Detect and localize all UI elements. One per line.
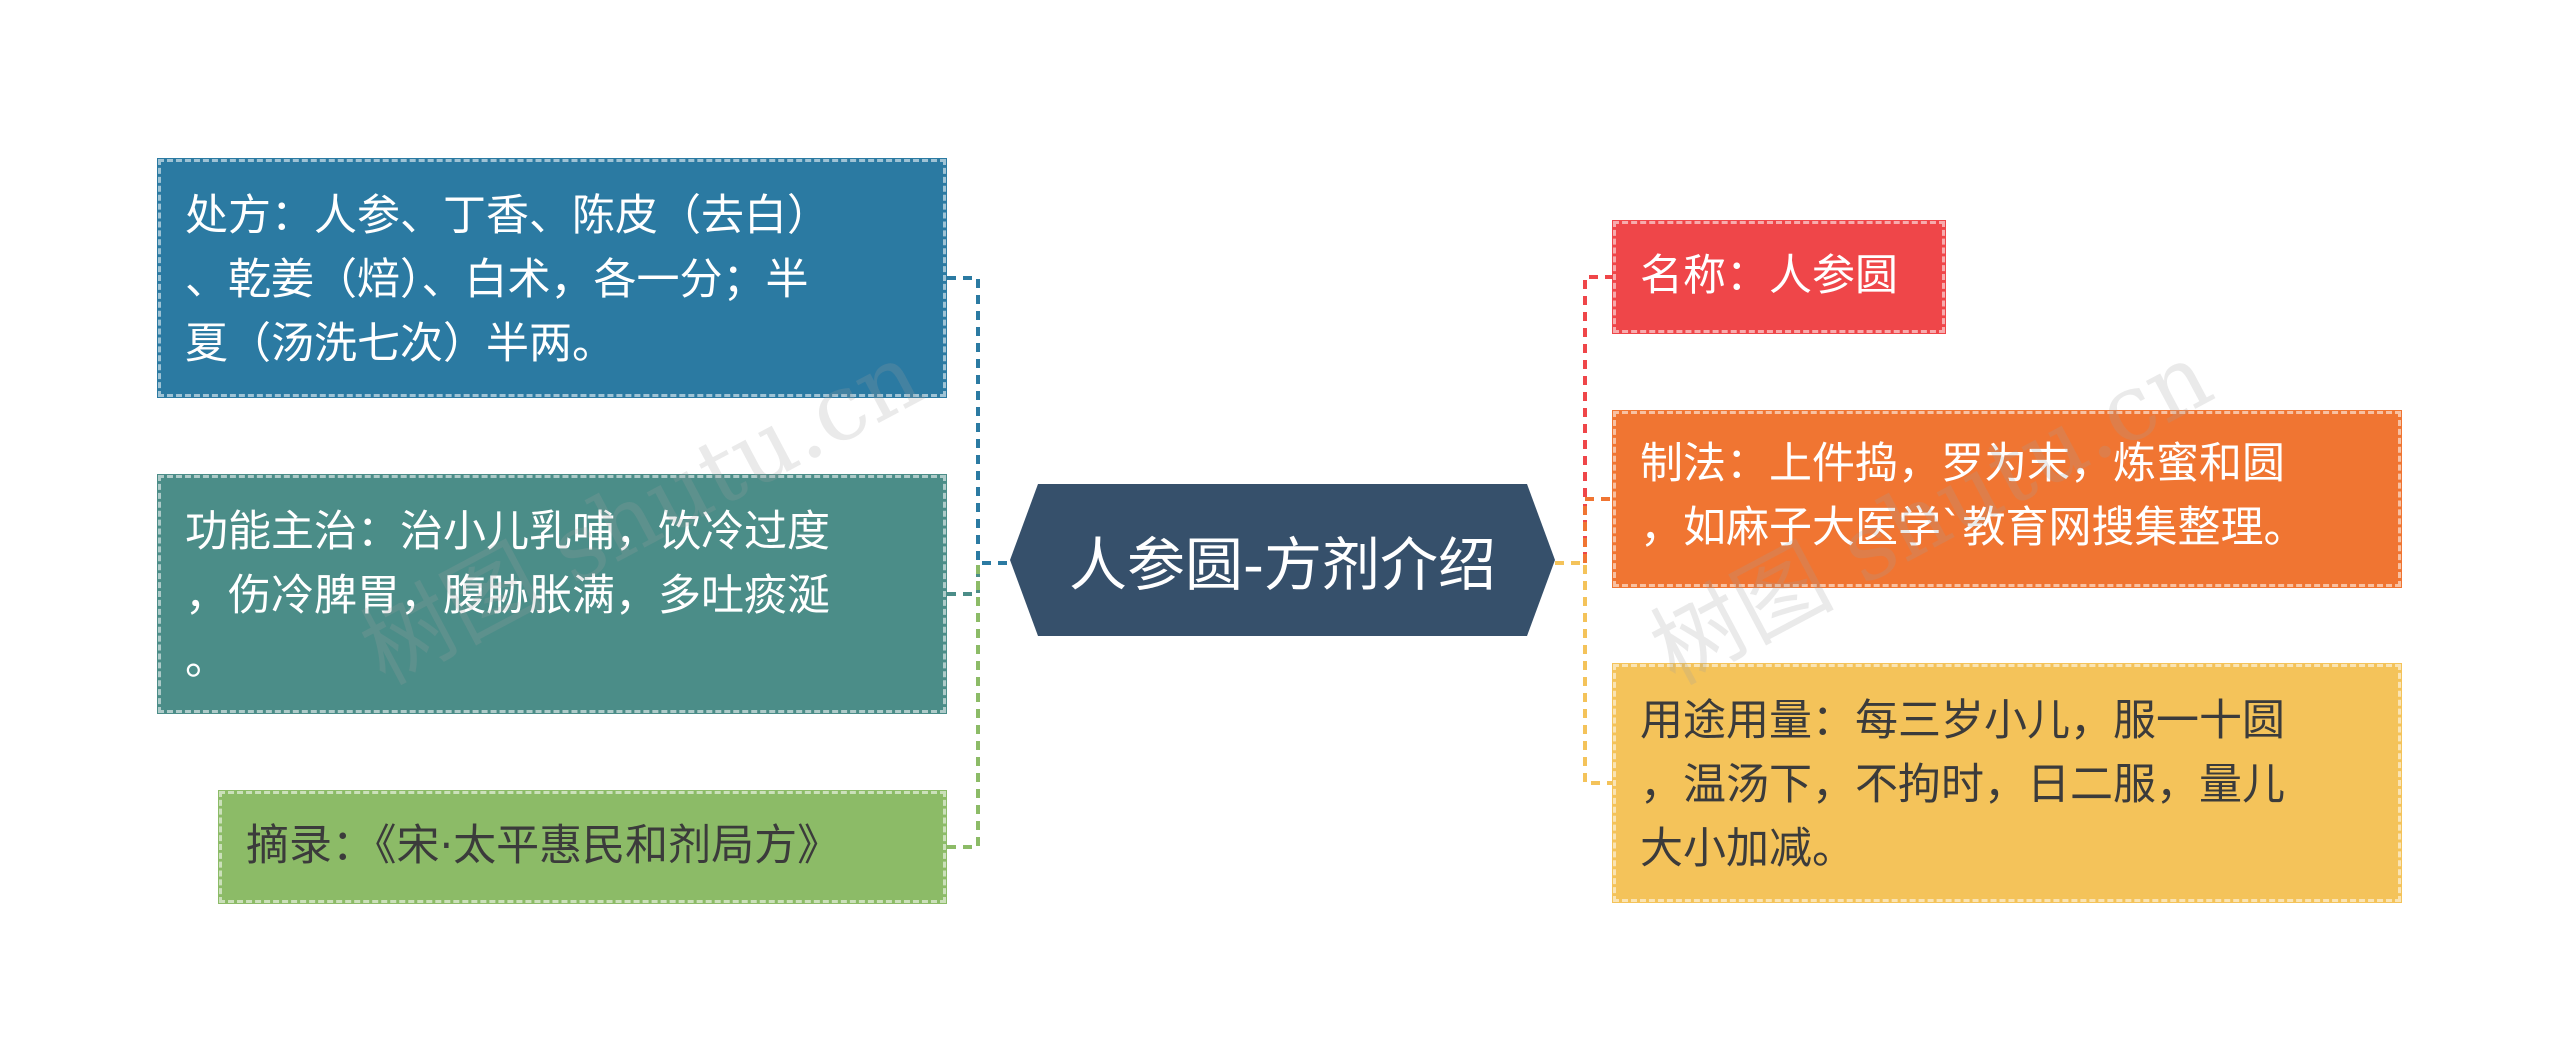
connector-method xyxy=(1583,497,1612,563)
connector-name xyxy=(1555,275,1612,565)
central-topic-label: 人参圆-方剂介绍 xyxy=(1069,531,1496,599)
central-topic[interactable]: 人参圆-方剂介绍 xyxy=(1010,484,1555,636)
node-name[interactable]: 名称：人参圆 xyxy=(1612,220,1946,334)
node-method[interactable]: 制法：上件捣，罗为末，炼蜜和圆 ，如麻子大医学`教育网搜集整理。 xyxy=(1612,410,2402,588)
central-topic-shape xyxy=(1010,484,1555,636)
connector-source xyxy=(947,563,980,849)
connector-function xyxy=(947,563,980,596)
node-function[interactable]: 功能主治：治小儿乳哺，饮冷过度 ，伤冷脾胃，腹胁胀满，多吐痰涎 。 xyxy=(157,474,947,714)
connector-usage xyxy=(1555,561,1612,785)
connector-prescription xyxy=(947,276,1010,565)
node-prescription[interactable]: 处方：人参、丁香、陈皮（去白） 、乾姜（焙）、白术，各一分；半 夏（汤洗七次）半… xyxy=(157,158,947,398)
node-usage[interactable]: 用途用量：每三岁小儿，服一十圆 ，温汤下，不拘时，日二服，量儿 大小加减。 xyxy=(1612,663,2402,903)
node-source[interactable]: 摘录：《宋·太平惠民和剂局方》 xyxy=(218,790,947,904)
